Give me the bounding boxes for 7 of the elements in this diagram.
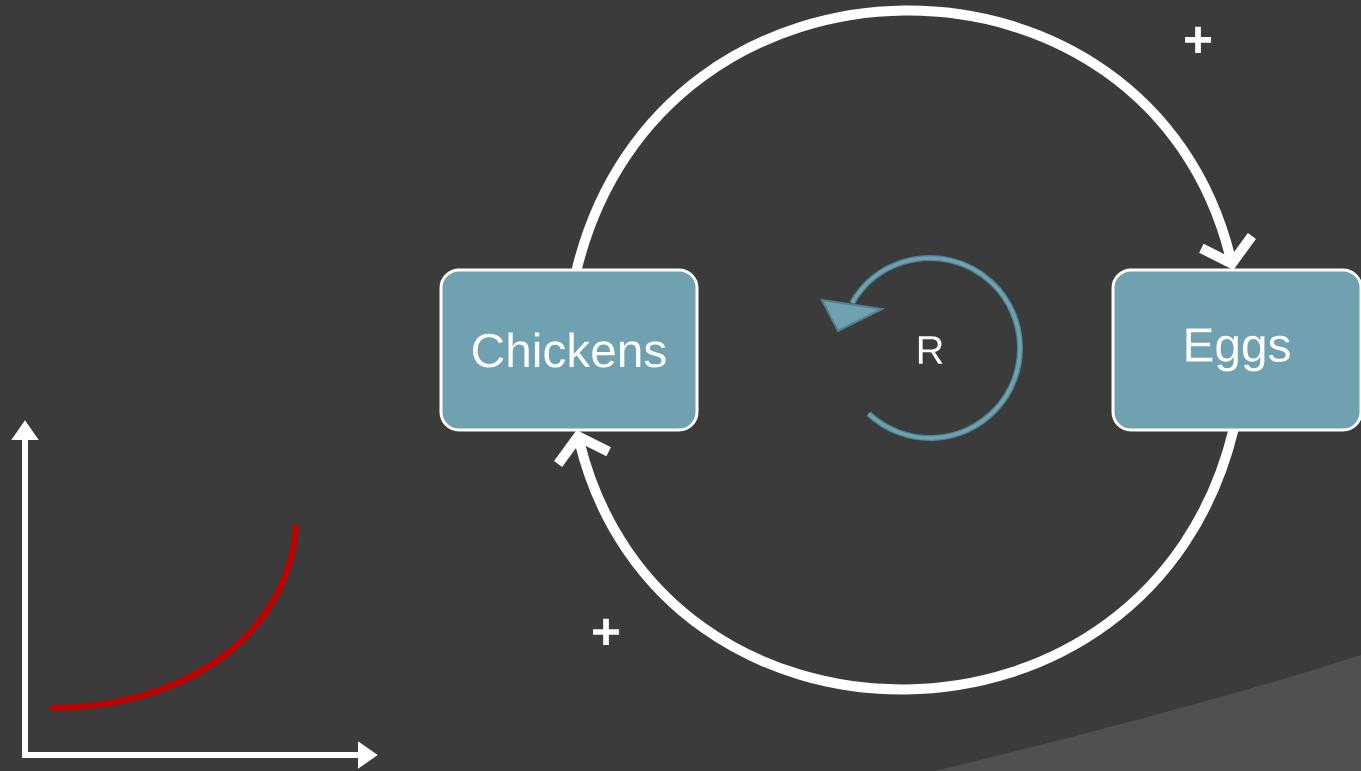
polarity-sign: + <box>593 618 620 646</box>
feedback-arrow <box>571 5 1256 272</box>
stock-box: Chickens <box>439 268 699 432</box>
feedback-arrow <box>554 428 1239 695</box>
loop-label: R <box>918 336 943 364</box>
stock-box: Eggs <box>1111 268 1361 432</box>
polarity-sign: + <box>1185 26 1212 54</box>
